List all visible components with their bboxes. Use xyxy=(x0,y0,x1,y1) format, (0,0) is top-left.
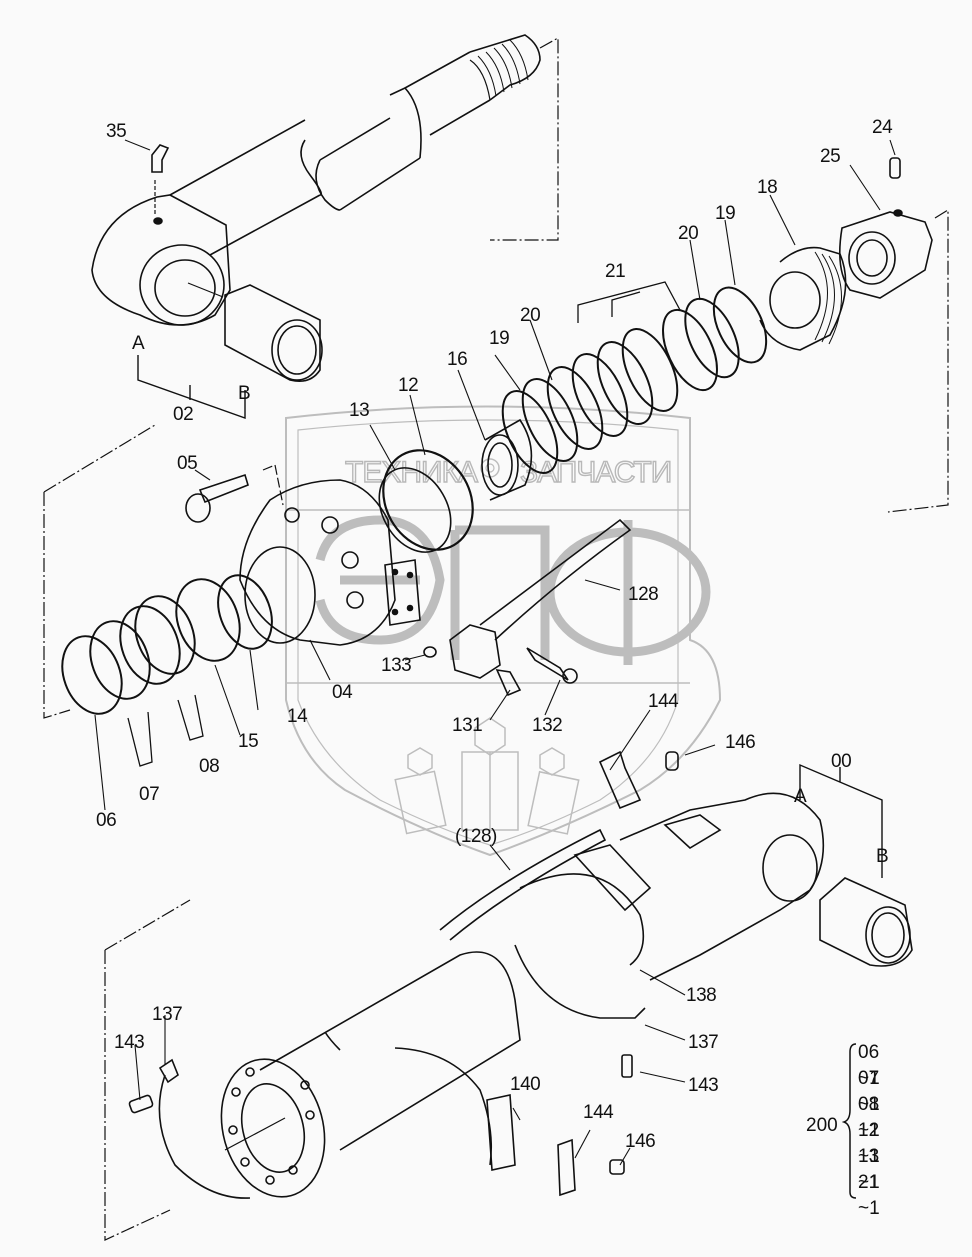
piston-rings xyxy=(501,286,768,474)
cylinder-bushing xyxy=(819,877,913,967)
callout-21: 21 xyxy=(605,261,626,282)
callout-143-left: 143 xyxy=(114,1032,145,1053)
callout-00: 00 xyxy=(831,751,852,772)
clamp-140 xyxy=(394,1047,516,1171)
clamp-144-top xyxy=(598,750,642,810)
seals-group xyxy=(61,574,273,715)
callout-19-right: 19 xyxy=(715,203,736,224)
callout-14: 14 xyxy=(287,706,308,727)
seal-kit-item: 07 ~1 xyxy=(858,1068,880,1115)
clamp-144-bottom xyxy=(557,1138,576,1197)
clamp-137-right xyxy=(514,944,646,1019)
cylinder-tube xyxy=(220,951,521,1198)
callout-a-tube: A xyxy=(794,786,807,807)
callout-25: 25 xyxy=(820,146,841,167)
callout-24: 24 xyxy=(872,117,893,138)
seal-kit-brace xyxy=(842,1043,857,1199)
seal-kit-item: 06 ~1 xyxy=(858,1042,880,1089)
grease-fitting-146-top xyxy=(665,751,679,771)
cylinder-tube-end xyxy=(619,792,825,981)
callout-19-left: 19 xyxy=(489,328,510,349)
callout-133: 133 xyxy=(381,655,412,676)
clamp-137-left xyxy=(158,1058,251,1199)
callout-a-rod: A xyxy=(132,333,145,354)
watermark-letter-p xyxy=(450,525,550,660)
callout-138: 138 xyxy=(686,985,717,1006)
callout-146-bottom: 146 xyxy=(625,1131,656,1152)
bolt-143-left xyxy=(128,1094,154,1114)
watermark-shield-outline xyxy=(285,405,722,857)
callout-b-rod: B xyxy=(238,383,251,404)
callout-13: 13 xyxy=(349,400,370,421)
rings-12-13 xyxy=(378,449,474,553)
callout-131: 131 xyxy=(452,715,483,736)
callout-02: 02 xyxy=(173,404,194,425)
seal-kit-item: 13 ~1 xyxy=(858,1146,880,1193)
callout-06: 06 xyxy=(96,810,117,831)
callout-12: 12 xyxy=(398,375,419,396)
callout-07: 07 xyxy=(139,784,160,805)
nut-25 xyxy=(838,209,933,299)
hose-128 xyxy=(479,518,632,641)
callout-04: 04 xyxy=(332,682,353,703)
callout-b-tube: B xyxy=(876,846,889,867)
seal-kit-item: 08 ~1 xyxy=(858,1094,880,1141)
watermark-gear-icon xyxy=(480,458,500,478)
callout-128-ref: (128) xyxy=(455,826,497,847)
callout-137-right: 137 xyxy=(688,1032,719,1053)
bolt-143-right xyxy=(621,1054,633,1078)
watermark-letter-e xyxy=(315,515,445,645)
gland-04 xyxy=(239,479,421,646)
collar-16 xyxy=(481,418,533,501)
callout-128: 128 xyxy=(628,584,659,605)
hose-128-lower xyxy=(439,828,607,941)
seal-kit-item: 21 ~1 xyxy=(858,1172,880,1219)
callout-132: 132 xyxy=(532,715,563,736)
fitting-block xyxy=(423,624,578,697)
clamp-138 xyxy=(519,844,652,966)
piston-rod xyxy=(169,34,559,256)
callout-15: 15 xyxy=(238,731,259,752)
callout-146-top: 146 xyxy=(725,732,756,753)
callout-140: 140 xyxy=(510,1074,541,1095)
callout-137-left: 137 xyxy=(152,1004,183,1025)
set-screw-24 xyxy=(889,157,901,179)
bolt-146-bottom xyxy=(609,1159,625,1175)
callout-20-right: 20 xyxy=(678,223,699,244)
watermark-text-left: ТЕХНИКА xyxy=(345,456,478,489)
seal-kit-items: 06 ~1 07 ~1 08 ~1 12 ~1 13 ~1 21 ~1 xyxy=(858,1040,880,1219)
piston-18 xyxy=(759,246,847,351)
callout-144-top: 144 xyxy=(648,691,679,712)
technical-drawing xyxy=(43,34,949,1241)
seal-kit-item: 12 ~1 xyxy=(858,1120,880,1167)
callout-18: 18 xyxy=(757,177,778,198)
callout-05: 05 xyxy=(177,453,198,474)
seal-kit-number: 200 xyxy=(806,1115,838,1136)
leader-lines xyxy=(94,139,896,1166)
bolt-05 xyxy=(185,473,249,523)
rod-bushing xyxy=(224,284,323,383)
callout-16: 16 xyxy=(447,349,468,370)
callout-35: 35 xyxy=(106,121,127,142)
grease-fitting-35 xyxy=(151,144,170,173)
watermark: ТЕХНИКА ЗАПЧАСТИ xyxy=(285,405,722,857)
callout-08: 08 xyxy=(199,756,220,777)
callout-20-left: 20 xyxy=(520,305,541,326)
watermark-shield-inner xyxy=(297,419,679,846)
watermark-wheat-icon xyxy=(394,717,580,835)
callout-143-right: 143 xyxy=(688,1075,719,1096)
rod-eye xyxy=(91,180,231,326)
callout-144-bottom: 144 xyxy=(583,1102,614,1123)
